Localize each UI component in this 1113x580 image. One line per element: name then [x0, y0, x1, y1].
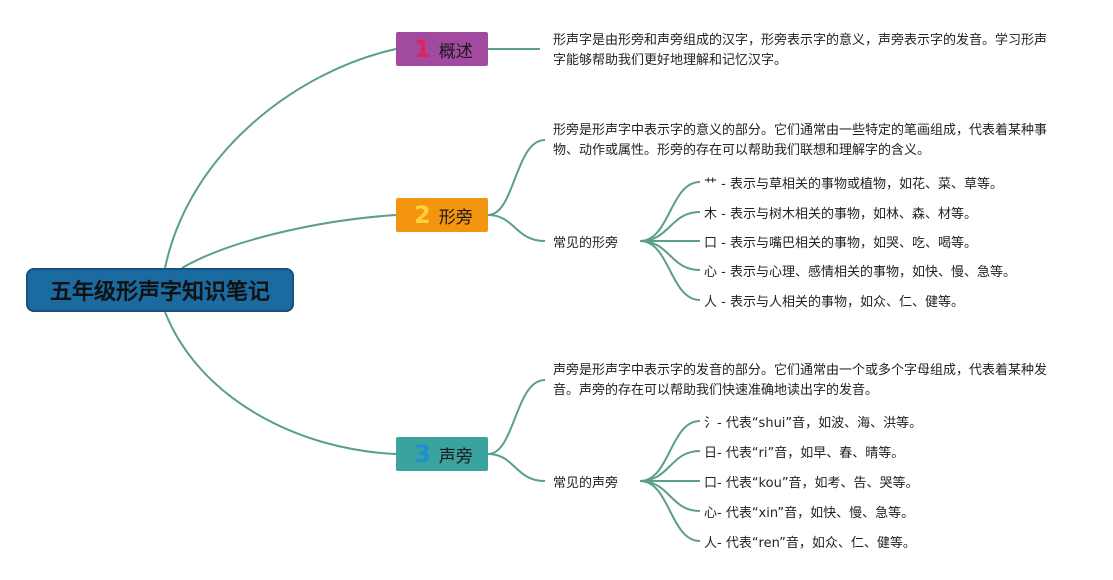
number-1-icon: 1 — [414, 35, 431, 63]
common-phonetics-label: 常见的声旁 — [553, 476, 619, 491]
topic-label: 声旁 — [438, 446, 473, 467]
topic-phonetic[interactable]: 3 声旁 — [396, 437, 488, 471]
link-sub2-item5 — [639, 240, 701, 301]
link-root-topic2 — [181, 214, 397, 269]
list-item: 日- 代表“ri”音，如早、春、晴等。 — [704, 446, 905, 461]
link-topic3-sub — [487, 453, 546, 482]
link-sub3-item2 — [639, 450, 701, 482]
root-title: 五年级形声字知识笔记 — [49, 280, 270, 305]
list-item: 人- 代表“ren”音，如众、仁、健等。 — [704, 536, 916, 551]
number-3-icon: 3 — [414, 440, 431, 468]
link-sub2-item2 — [639, 211, 701, 242]
topic-label: 形旁 — [438, 207, 473, 228]
link-topic3-desc — [487, 379, 546, 455]
list-item: 口 - 表示与嘴巴相关的事物，如哭、吃、喝等。 — [704, 236, 977, 251]
topic-overview[interactable]: 1 概述 — [396, 32, 488, 66]
link-sub3-item5 — [639, 480, 701, 542]
link-topic2-sub — [487, 214, 546, 242]
list-item: 心- 代表“xin”音，如快、慢、急等。 — [704, 506, 915, 521]
link-root-topic3 — [164, 311, 397, 455]
list-item: 氵- 代表“shui”音，如波、海、洪等。 — [704, 416, 923, 431]
link-topic2-desc — [487, 139, 546, 216]
link-root-topic1 — [164, 48, 397, 269]
link-sub3-item4 — [639, 480, 701, 512]
number-2-icon: 2 — [414, 201, 431, 229]
link-sub2-item4 — [639, 240, 701, 271]
root-topic[interactable]: 五年级形声字知识笔记 — [26, 268, 294, 312]
list-item: 人 - 表示与人相关的事物，如众、仁、健等。 — [704, 295, 964, 310]
link-sub2-item1 — [639, 181, 701, 242]
list-item: 口- 代表“kou”音，如考、告、哭等。 — [704, 476, 919, 491]
list-item: 艹 - 表示与草相关的事物或植物，如花、菜、草等。 — [704, 177, 1003, 192]
link-sub3-item1 — [639, 420, 701, 482]
topic-label: 概述 — [438, 41, 473, 62]
phonetic-description: 声旁是形声字中表示字的发音的部分。它们通常由一个或多个字母组成，代表着某种发音。… — [553, 363, 1048, 398]
common-radicals-label: 常见的形旁 — [553, 236, 619, 251]
list-item: 木 - 表示与树木相关的事物，如林、森、材等。 — [704, 207, 977, 222]
overview-description: 形声字是由形旁和声旁组成的汉字，形旁表示字的意义，声旁表示字的发音。学习形声字能… — [553, 33, 1048, 68]
list-item: 心 - 表示与心理、感情相关的事物，如快、慢、急等。 — [704, 265, 1016, 280]
radical-description: 形旁是形声字中表示字的意义的部分。它们通常由一些特定的笔画组成，代表着某种事物、… — [553, 123, 1048, 158]
topic-radical[interactable]: 2 形旁 — [396, 198, 488, 232]
